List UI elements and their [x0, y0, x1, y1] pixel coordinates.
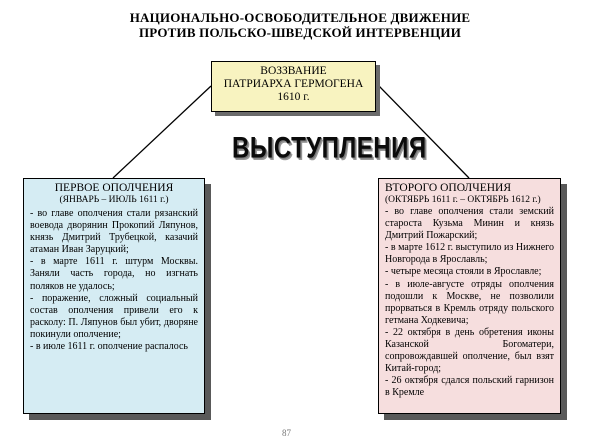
list-item: - в июле-августе отряды ополчения подошл… [385, 278, 554, 326]
connector-right-line [378, 85, 470, 179]
list-item: - 26 октября сдался польский гарнизон в … [385, 375, 554, 399]
emblem-heading: ВЫСТУПЛЕНИЯ [232, 131, 427, 165]
list-item: - во главе ополчения стали рязанский вое… [30, 208, 198, 256]
first-militia-subtitle: (ЯНВАРЬ – ИЮЛЬ 1611 г.) [59, 195, 169, 205]
first-militia-list: - во главе ополчения стали рязанский вое… [30, 208, 198, 353]
second-militia-subtitle: (ОКТЯБРЬ 1611 г. – ОКТЯБРЬ 1612 г.) [385, 195, 541, 205]
title-line-2: ПРОТИВ ПОЛЬСКО-ШВЕДСКОЙ ИНТЕРВЕНЦИИ [138, 25, 462, 40]
list-item: - в июле 1611 г. ополчение распалось [30, 341, 188, 353]
appeal-line-2: ПАТРИАРХА ГЕРМОГЕНА [223, 78, 364, 90]
list-item: - в марте 1611 г. штурм Москвы. Заняли ч… [30, 256, 198, 292]
title-line-1: НАЦИОНАЛЬНО-ОСВОБОДИТЕЛЬНОЕ ДВИЖЕНИЕ [129, 10, 471, 25]
second-militia-title: ВТОРОГО ОПОЛЧЕНИЯ [385, 182, 512, 194]
page-number: 87 [282, 428, 291, 438]
list-item: - 22 октября в день обретения иконы Каза… [385, 326, 554, 375]
appeal-year: 1610 г. [277, 91, 310, 103]
connector-left-line [112, 85, 212, 179]
first-militia-box: ПЕРВОЕ ОПОЛЧЕНИЯ (ЯНВАРЬ – ИЮЛЬ 1611 г.)… [23, 178, 205, 414]
list-item: - четыре месяца стояли в Ярославле; [385, 266, 542, 278]
diagram-title: НАЦИОНАЛЬНО-ОСВОБОДИТЕЛЬНОЕ ДВИЖЕНИЕ ПРО… [120, 10, 480, 40]
list-item: - поражение, сложный социальный состав о… [30, 292, 198, 340]
first-militia-title: ПЕРВОЕ ОПОЛЧЕНИЯ [54, 182, 174, 194]
list-item: - во главе ополчения стали земский старо… [385, 206, 554, 242]
appeal-box: ВОЗЗВАНИЕ ПАТРИАРХА ГЕРМОГЕНА 1610 г. [211, 61, 376, 112]
appeal-line-1: ВОЗЗВАНИЕ [260, 65, 327, 77]
second-militia-box: ВТОРОГО ОПОЛЧЕНИЯ (ОКТЯБРЬ 1611 г. – ОКТ… [378, 178, 561, 414]
second-militia-list: - во главе ополчения стали земский старо… [385, 206, 554, 400]
list-item: - в марте 1612 г. выступило из Нижнего Н… [385, 242, 554, 266]
